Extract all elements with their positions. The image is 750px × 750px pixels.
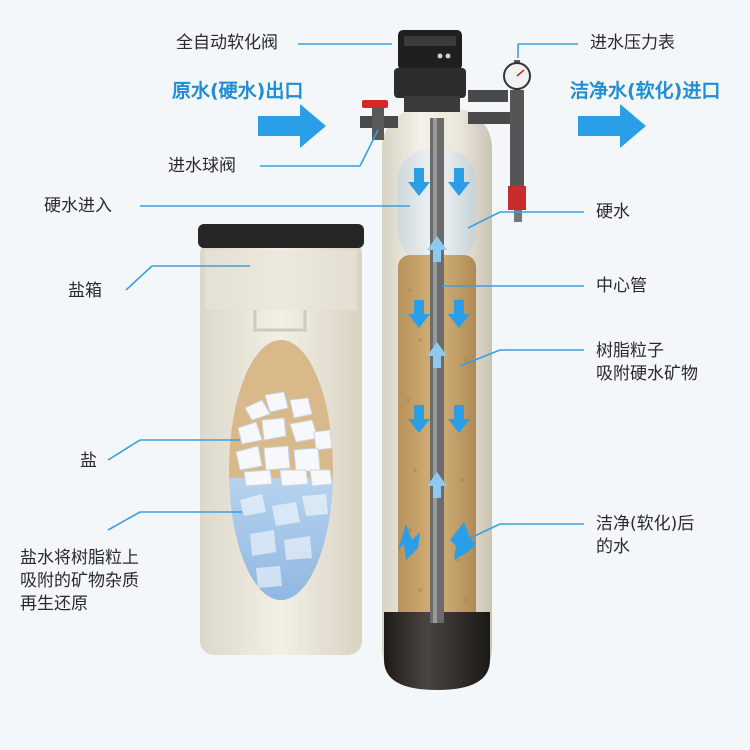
label-gauge: 进水压力表 <box>590 33 675 53</box>
ball-valve-handle <box>362 100 388 108</box>
label-raw-outlet: 原水(硬水)出口 <box>172 80 304 102</box>
label-clean-out-line-1: 洁净(软化)后 <box>596 514 695 534</box>
label-regen-line-1: 盐水将树脂粒上 <box>20 548 139 568</box>
label-regen: 盐水将树脂粒上 吸附的矿物杂质 再生还原 <box>20 547 200 616</box>
label-resin-line-2: 吸附硬水矿物 <box>596 364 698 384</box>
tank-base <box>384 612 490 690</box>
brine-tank-lid <box>198 224 364 248</box>
flow-arrows-up <box>427 236 447 498</box>
inlet-pipe <box>360 100 398 140</box>
label-salt: 盐 <box>80 451 97 471</box>
down-arrow <box>450 522 476 560</box>
brine-tank <box>198 224 364 655</box>
down-arrow <box>408 405 430 433</box>
leader-lines <box>107 43 584 541</box>
label-clean-inlet: 洁净水(软化)进口 <box>570 80 721 102</box>
label-hard-in: 硬水进入 <box>44 196 112 216</box>
up-arrow <box>427 342 447 368</box>
down-arrow <box>448 405 470 433</box>
label-regen-line-2: 吸附的矿物杂质 <box>20 571 139 591</box>
down-arrow <box>448 168 470 196</box>
raw-outlet-arrow <box>258 104 326 148</box>
down-arrow <box>408 300 430 328</box>
up-arrow <box>427 472 447 498</box>
outlet-pipe <box>468 60 531 222</box>
down-arrow <box>398 524 420 560</box>
label-resin-line-1: 树脂粒子 <box>596 341 664 361</box>
label-regen-line-3: 再生还原 <box>20 594 88 614</box>
label-ball-valve: 进水球阀 <box>168 156 236 176</box>
up-arrow <box>427 236 447 262</box>
label-clean-out: 洁净(软化)后 的水 <box>596 513 746 559</box>
label-brine-tank: 盐箱 <box>68 281 102 301</box>
down-arrow <box>448 300 470 328</box>
label-center-pipe: 中心管 <box>596 276 647 296</box>
down-arrow <box>408 168 430 196</box>
label-clean-out-line-2: 的水 <box>596 537 630 557</box>
label-valve: 全自动软化阀 <box>176 33 278 53</box>
label-hard-water: 硬水 <box>596 202 630 222</box>
clean-inlet-arrow <box>578 104 646 148</box>
salt-crystals <box>235 391 333 487</box>
flow-arrows-down <box>398 168 476 560</box>
label-resin: 树脂粒子 吸附硬水矿物 <box>596 340 746 386</box>
